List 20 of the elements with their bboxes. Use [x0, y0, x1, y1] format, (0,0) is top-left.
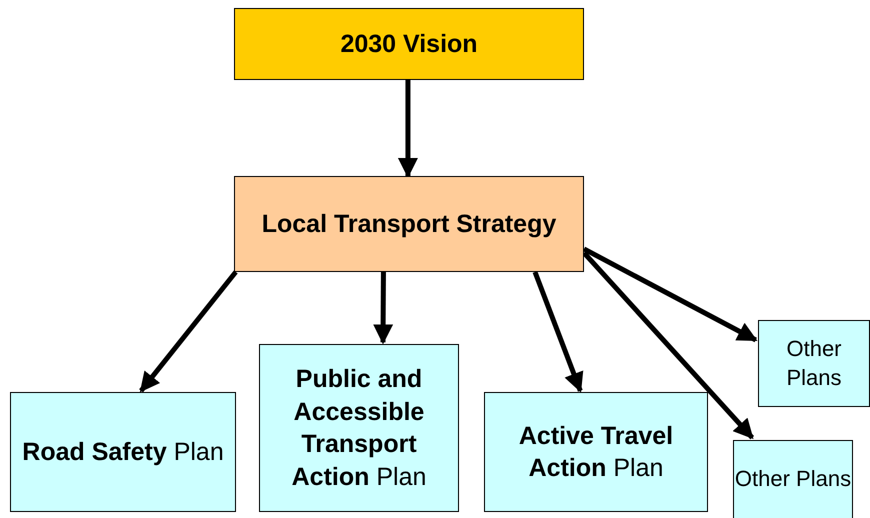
node-label: Road Safety Plan	[22, 436, 224, 468]
node-label: Other Plans	[785, 334, 843, 392]
plan-box	[10, 392, 236, 512]
plan-box	[259, 344, 459, 512]
plan-box	[733, 440, 853, 518]
arrow	[582, 251, 754, 440]
plan-box	[484, 392, 708, 512]
strategy-box	[234, 176, 584, 272]
node-label: Active Travel Action Plan	[518, 420, 674, 484]
plan-box	[758, 320, 870, 407]
arrow	[139, 270, 238, 392]
arrow	[373, 272, 394, 344]
arrow	[532, 271, 584, 393]
vision-box	[234, 8, 584, 80]
node-label: 2030 Vision	[340, 28, 478, 60]
arrow	[398, 80, 418, 178]
arrow	[582, 246, 758, 342]
node-label: Public and Accessible Transport Action Plan	[290, 364, 428, 492]
node-label: Local Transport Strategy	[262, 208, 556, 240]
node-label: Other Plans	[734, 465, 852, 494]
